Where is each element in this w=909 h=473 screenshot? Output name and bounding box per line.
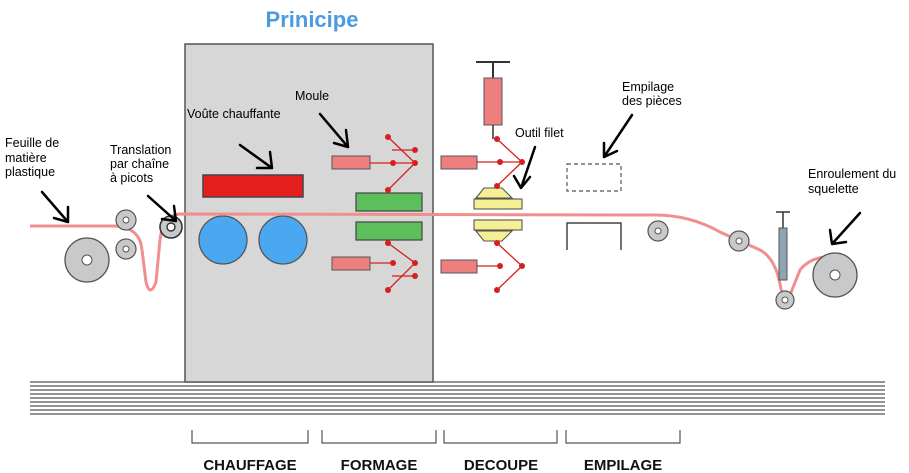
arrow-voute [238, 143, 274, 170]
stage-brackets [191, 430, 681, 444]
arrow-outil [512, 145, 537, 190]
forming-joints-upper [385, 134, 418, 193]
skeleton-rewind-reel [812, 252, 858, 298]
label-empilage-pieces: Empilage des pièces [622, 80, 682, 108]
cutting-joints-lower [494, 240, 525, 293]
stage-formage: FORMAGE [341, 457, 418, 473]
cutting-press-ram [476, 61, 510, 139]
forming-joints-lower [385, 240, 418, 293]
forming-cylinder-upper [331, 155, 371, 170]
stage-chauffage: CHAUFFAGE [203, 457, 296, 473]
svg-text:plastique: plastique [5, 165, 55, 179]
cutting-cylinder-lower [440, 259, 478, 274]
cutting-joints-upper [494, 136, 525, 189]
forming-cylinder-lower [331, 256, 371, 271]
label-translation: Translation par chaîne à picots [110, 143, 171, 185]
stacking-table [566, 222, 622, 250]
supply-reel [64, 237, 110, 283]
stage-empilage: EMPILAGE [584, 457, 662, 473]
label-feuille: Feuille de matière plastique [5, 136, 59, 179]
diagram-title: Prinicipe [266, 7, 359, 32]
stacked-parts-outline [566, 163, 622, 192]
guide-roller-bottom [115, 238, 137, 260]
label-outil: Outil filet [515, 126, 564, 140]
guide-roller-top [115, 209, 137, 231]
return-roller-2 [728, 230, 750, 252]
stage-decoupe: DECOUPE [464, 457, 538, 473]
arrow-empilage [602, 113, 634, 159]
return-roller-1 [647, 220, 669, 242]
machine-base [30, 381, 885, 415]
arrow-translation [146, 194, 178, 223]
svg-text:matière: matière [5, 151, 47, 165]
svg-text:Enroulement du: Enroulement du [808, 167, 896, 181]
heating-vault [202, 174, 304, 198]
mould-upper [355, 192, 423, 212]
svg-text:Feuille de: Feuille de [5, 136, 59, 150]
cutting-cylinder-upper [440, 155, 478, 170]
svg-text:à picots: à picots [110, 171, 153, 185]
svg-text:Translation: Translation [110, 143, 171, 157]
transport-drum-right [258, 215, 308, 265]
svg-text:par chaîne: par chaîne [110, 157, 169, 171]
pointer-arrows [40, 112, 862, 246]
svg-text:squelette: squelette [808, 182, 859, 196]
cutting-tool [473, 187, 523, 242]
mould-lower [355, 221, 423, 241]
arrow-feuille [40, 190, 70, 224]
label-moule: Moule [295, 89, 329, 103]
arrow-moule [318, 112, 350, 149]
svg-text:Empilage: Empilage [622, 80, 674, 94]
label-voute: Voûte chauffante [187, 107, 281, 121]
arrow-enroulement [828, 211, 862, 246]
svg-text:des pièces: des pièces [622, 94, 682, 108]
dancer-roller [775, 211, 795, 310]
label-enroulement: Enroulement du squelette [808, 167, 896, 196]
transport-drum-left [198, 215, 248, 265]
